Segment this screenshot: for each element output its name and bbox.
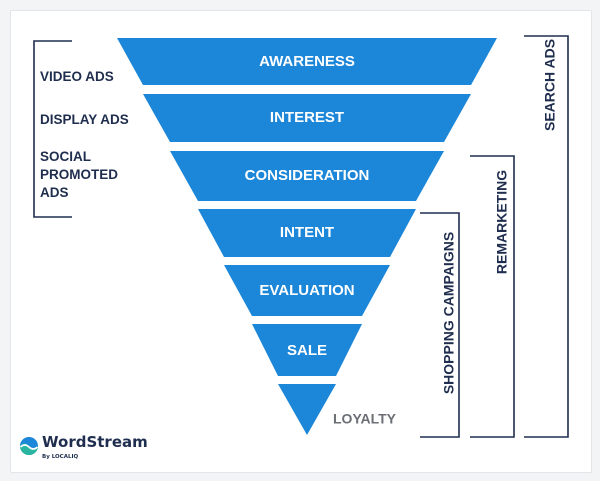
wordstream-logo: WordStream By LOCALIQ <box>19 433 148 460</box>
funnel-segment-evaluation <box>224 265 390 316</box>
left-label-social: SOCIAL <box>40 149 91 164</box>
funnel-segment-interest <box>143 94 471 142</box>
stage-label-interest: INTEREST <box>270 109 344 126</box>
funnel-segment-awareness <box>117 38 497 85</box>
shopping-campaigns-label: SHOPPING CAMPAIGNS <box>441 232 457 394</box>
funnel-segment-consideration <box>170 151 444 201</box>
remarketing-label: REMARKETING <box>494 170 510 274</box>
remarketing-bracket <box>470 155 515 438</box>
search-bracket <box>524 35 569 438</box>
funnel-segment-intent <box>198 209 416 257</box>
left-label-display-ads: DISPLAY ADS <box>40 112 129 127</box>
stage-label-intent: INTENT <box>280 224 334 241</box>
funnel-segment-tip <box>278 384 336 435</box>
search-ads-label: SEARCH ADS <box>542 39 558 131</box>
funnel <box>117 38 497 435</box>
funnel-segment-sale <box>252 324 362 376</box>
logo-byline: By LOCALIQ <box>42 454 79 460</box>
logo-name: WordStream <box>42 433 148 451</box>
shopping-bracket <box>420 212 460 438</box>
stage-label-awareness: AWARENESS <box>259 53 355 70</box>
stage-label-loyalty: LOYALTY <box>333 411 397 427</box>
stage-label-sale: SALE <box>287 342 327 359</box>
left-label-video-ads: VIDEO ADS <box>40 69 114 84</box>
stage-label-consideration: CONSIDERATION <box>245 167 370 184</box>
left-label-promoted: PROMOTED <box>40 167 118 182</box>
stage-label-evaluation: EVALUATION <box>259 282 354 299</box>
left-label-ads: ADS <box>40 185 69 200</box>
wave-icon <box>19 437 39 455</box>
left-bracket <box>33 40 72 218</box>
